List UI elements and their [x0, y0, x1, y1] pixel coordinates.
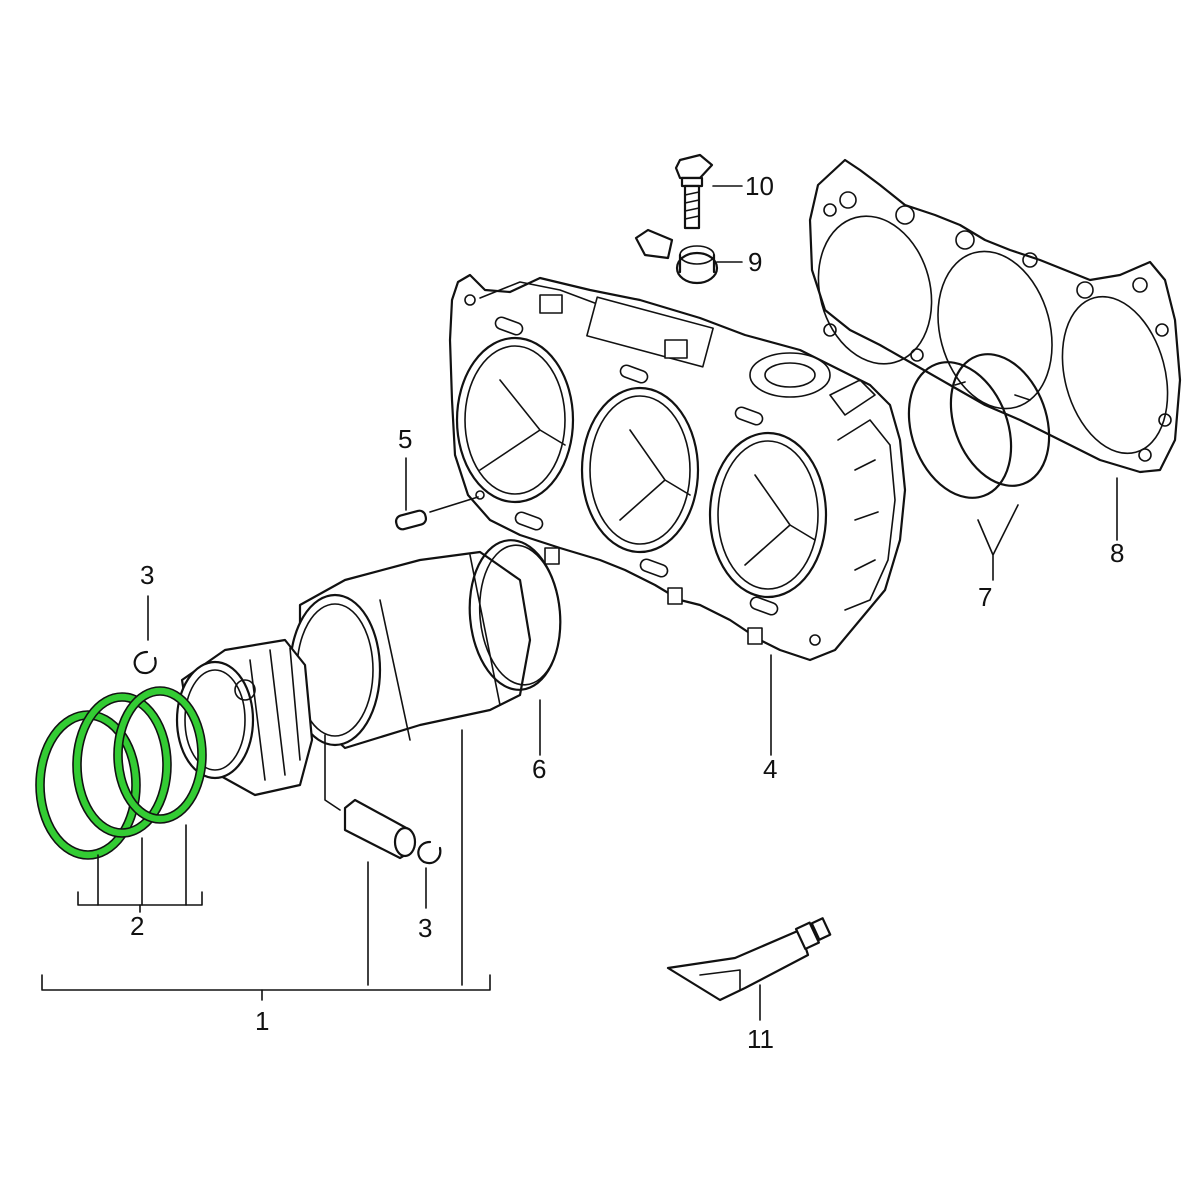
piston[interactable] — [175, 638, 314, 797]
knock-sensor[interactable] — [634, 228, 719, 285]
circlip-left[interactable] — [133, 650, 157, 675]
piston-rings[interactable] — [35, 686, 207, 860]
callout-4: 4 — [763, 754, 777, 784]
liner-gasket-ring[interactable] — [464, 536, 567, 693]
callout-3-right: 3 — [418, 913, 432, 943]
cylinder-liner[interactable] — [288, 550, 532, 750]
callout-1: 1 — [255, 1006, 269, 1036]
dowel-pin[interactable] — [394, 496, 479, 531]
piston-pin[interactable] — [343, 798, 417, 860]
callout-11: 11 — [747, 1024, 774, 1054]
callout-2: 2 — [130, 911, 144, 941]
bolt[interactable] — [674, 153, 714, 230]
sealant-tube[interactable] — [666, 917, 832, 1002]
callout-9: 9 — [748, 247, 762, 277]
callout-7: 7 — [978, 582, 992, 612]
head-gasket[interactable] — [802, 158, 1184, 474]
o-rings[interactable] — [891, 340, 1067, 512]
leader-lines — [41, 185, 1118, 1021]
callout-10: 10 — [745, 171, 774, 201]
callouts: 10 9 5 3 6 4 7 8 2 3 1 11 — [130, 171, 1124, 1054]
callout-5: 5 — [398, 424, 412, 454]
callout-3-left: 3 — [140, 560, 154, 590]
piston-ring-2 — [73, 693, 171, 837]
cylinder-block[interactable] — [448, 273, 907, 662]
circlip-right[interactable] — [417, 840, 442, 865]
piston-ring-3 — [114, 687, 206, 823]
callout-8: 8 — [1110, 538, 1124, 568]
callout-6: 6 — [532, 754, 546, 784]
